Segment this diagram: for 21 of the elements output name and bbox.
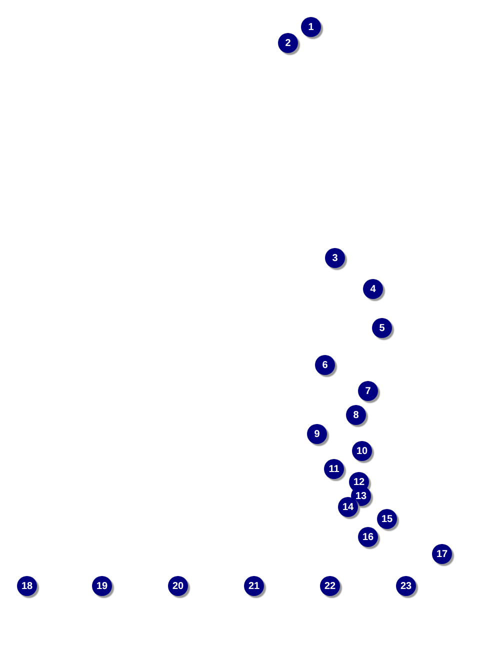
callout-number: 3 — [325, 248, 345, 268]
callout-number: 6 — [315, 355, 335, 375]
callout-number: 9 — [307, 424, 327, 444]
callout-number: 19 — [92, 576, 112, 596]
callout-number: 21 — [244, 576, 264, 596]
callout-number: 20 — [168, 576, 188, 596]
callout-number: 11 — [324, 459, 344, 479]
callout-number: 7 — [358, 381, 378, 401]
callout-number: 17 — [432, 544, 452, 564]
callout-number: 23 — [396, 576, 416, 596]
callout-number: 4 — [363, 279, 383, 299]
callout-number: 22 — [320, 576, 340, 596]
callout-number: 15 — [377, 509, 397, 529]
callout-number: 16 — [358, 527, 378, 547]
callout-number: 2 — [278, 33, 298, 53]
callout-number: 1 — [301, 17, 321, 37]
callout-number: 18 — [17, 576, 37, 596]
callout-number: 5 — [372, 318, 392, 338]
callout-number: 10 — [352, 441, 372, 461]
callout-number: 14 — [338, 497, 358, 517]
callout-number: 8 — [346, 405, 366, 425]
